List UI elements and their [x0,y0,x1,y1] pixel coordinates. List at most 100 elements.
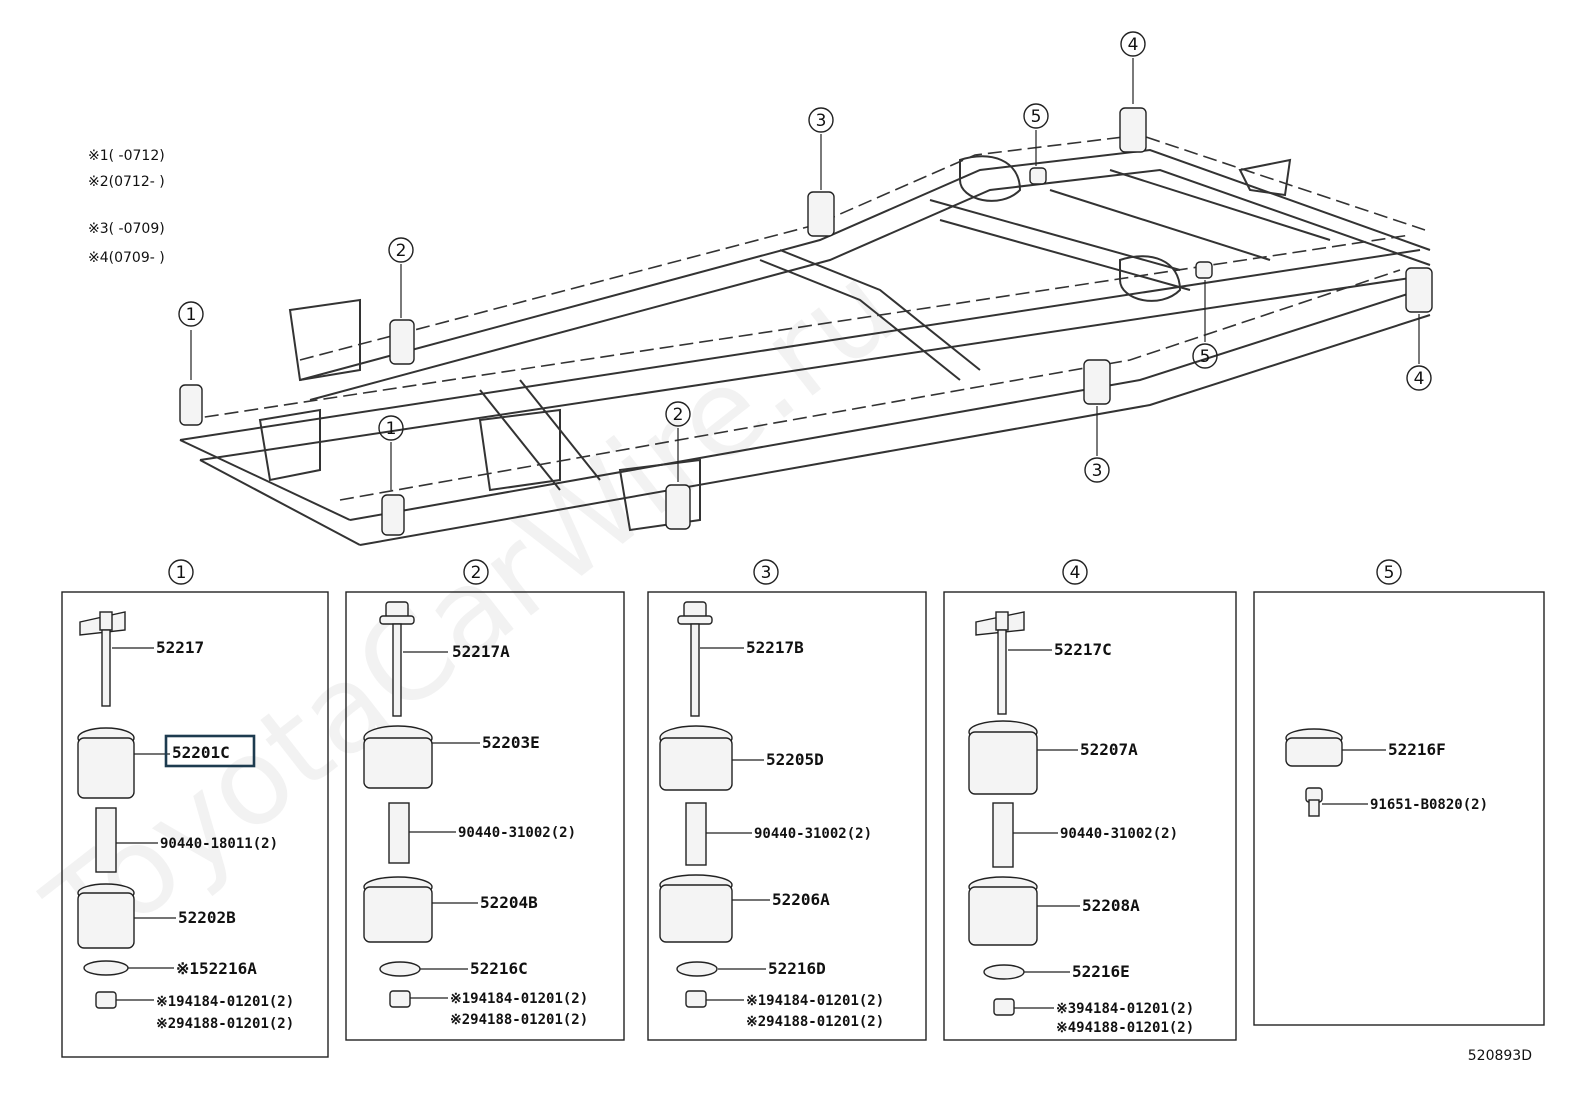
lower-cushion [77,892,135,949]
frame-callout: 1 [378,415,404,490]
part-label: 52207A [1080,740,1138,759]
svg-text:2: 2 [673,405,684,425]
washer [676,961,718,977]
lower-cushion [659,884,733,943]
part-label: ※152216A [176,959,257,978]
part-label: 52208A [1082,896,1140,915]
bolt-cap [995,611,1009,631]
part-label: ※194184-01201(2) [156,994,294,1010]
frame-callout: 5 [1023,103,1049,166]
group-1-header: 1 [168,559,194,585]
group-4-header: 4 [1062,559,1088,585]
part-label: ※494188-01201(2) [1056,1020,1194,1036]
bolt-flange [379,615,415,625]
frame-callouts: 1 1 2 2 3 3 4 4 5 5 [178,31,1432,490]
part-label: 52202B [178,908,236,927]
highlight-box [164,734,256,768]
part-label: 52217B [746,638,804,657]
frame-callout: 1 [178,301,204,380]
nut [95,991,117,1009]
washer [983,964,1025,980]
part-label: 52216F [1388,740,1446,759]
frame-callout: 4 [1406,314,1432,391]
svg-text:1: 1 [386,419,397,439]
part-label: 90440-31002(2) [1060,826,1178,842]
svg-text:4: 4 [1070,563,1081,583]
part-label: 52217C [1054,640,1112,659]
part-label: 52203E [482,733,540,752]
note-3: ※3( -0709) [88,221,165,237]
part-label-highlighted: 52201C [172,743,230,762]
group-headers: 1 2 3 4 5 [168,559,1402,585]
part-label: 91651-B0820(2) [1370,797,1488,813]
frame-mount-1a [179,384,203,426]
part-label: 52217A [452,642,510,661]
bolt-shaft [392,623,402,717]
washer [379,961,421,977]
chassis-frame [179,134,1431,546]
frame-mount-4a [1119,107,1147,153]
part-label: ※394184-01201(2) [1056,1001,1194,1017]
group-2-header: 2 [463,559,489,585]
svg-text:5: 5 [1031,107,1042,127]
part-label: 90440-18011(2) [160,836,278,852]
part-label: 52216C [470,959,528,978]
frame-callout: 5 [1192,280,1218,369]
frame-callout: 3 [808,107,834,190]
svg-text:2: 2 [471,563,482,583]
svg-text:5: 5 [1200,347,1211,367]
frame-mount-3a [807,191,835,237]
part-label: 90440-31002(2) [754,826,872,842]
collar [95,807,117,873]
bolt-flange [677,615,713,625]
group-3-header: 3 [753,559,779,585]
group-5-box: 52216F 91651-B0820(2) [1253,591,1545,1026]
frame-mount-4b [1405,267,1433,313]
nut [389,990,411,1008]
frame-callout: 4 [1120,31,1146,104]
collar [992,802,1014,868]
svg-text:4: 4 [1128,35,1139,55]
svg-text:3: 3 [816,111,827,131]
frame-mount-5b [1195,261,1213,279]
bolt-shaft [690,623,700,717]
cushion [1285,737,1343,767]
group-3-box: 52217B 52205D 90440-31002(2) 52206A 5221… [647,591,927,1041]
note-2: ※2(0712- ) [88,174,165,190]
group-4-box: 52217C 52207A 90440-31002(2) 52208A 5221… [943,591,1237,1041]
frame-mounts [179,107,1433,536]
svg-text:3: 3 [1092,461,1103,481]
part-label: 52205D [766,750,824,769]
frame-callout: 3 [1084,406,1110,483]
nut [993,998,1015,1016]
part-label: 52204B [480,893,538,912]
bolt-cap [99,611,113,631]
frame-mount-2b [665,484,691,530]
part-label: ※294188-01201(2) [746,1014,884,1030]
part-label: ※194184-01201(2) [450,991,588,1007]
part-label: 52206A [772,890,830,909]
upper-cushion [659,737,733,791]
frame-callout: 2 [388,237,414,318]
upper-cushion [77,737,135,799]
part-label: 52216E [1072,962,1130,981]
bolt-shaft [997,629,1007,715]
watermark-text: ToyotaCarWire.ru [21,238,920,983]
washer [83,960,129,976]
frame-mount-3b [1083,359,1111,405]
part-label: ※294188-01201(2) [156,1016,294,1032]
frame-mount-5a [1029,167,1047,185]
part-label: ※294188-01201(2) [450,1012,588,1028]
svg-text:4: 4 [1414,369,1425,389]
lower-cushion [968,886,1038,946]
note-4: ※4(0709- ) [88,250,165,266]
nut [685,990,707,1008]
collar [685,802,707,866]
group-5-header: 5 [1376,559,1402,585]
lower-cushion [363,886,433,943]
part-label: 52217 [156,638,204,657]
part-label: ※194184-01201(2) [746,993,884,1009]
part-label: 90440-31002(2) [458,825,576,841]
frame-mount-2a [389,319,415,365]
svg-text:1: 1 [186,305,197,325]
